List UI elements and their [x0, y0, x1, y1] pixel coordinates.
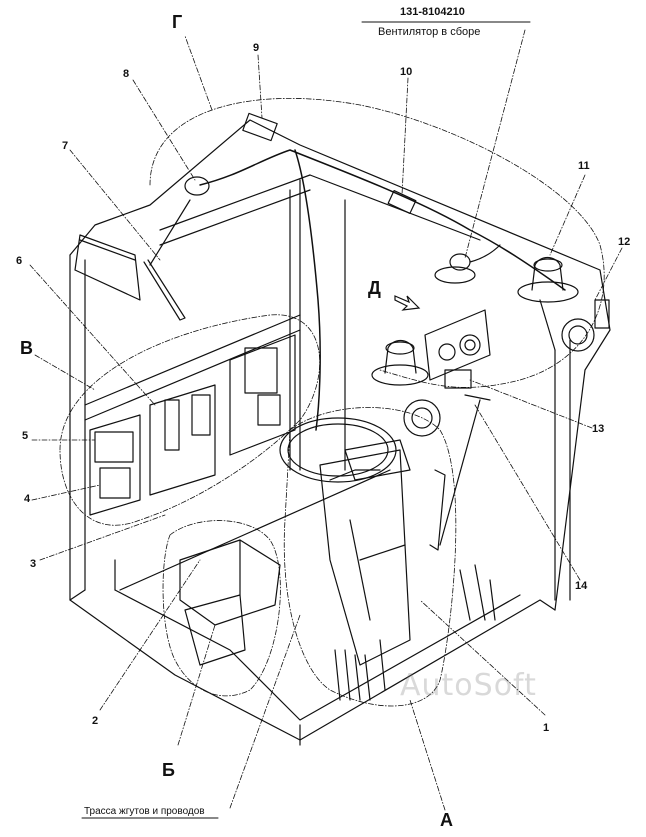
callout-10: 10	[400, 66, 413, 78]
part-name: Вентилятор в сборе	[378, 26, 481, 38]
wiper-top	[143, 176, 210, 321]
callout-13: 13	[592, 423, 605, 435]
lamp-10	[387, 189, 417, 215]
beacon-11	[517, 256, 579, 303]
harness-caption: Трасса жгутов и проводов	[84, 806, 205, 817]
callout-8: 8	[123, 68, 130, 80]
header-panel	[74, 234, 141, 301]
front-panel	[424, 309, 491, 381]
view-letter-b: Б	[162, 760, 175, 780]
cab-frame	[69, 119, 611, 746]
callout-5: 5	[22, 430, 29, 442]
view-letter-g: Г	[172, 12, 183, 32]
callout-1: 1	[543, 722, 550, 734]
tank-box	[179, 539, 281, 666]
callout-9: 9	[253, 42, 260, 54]
lamp-9	[242, 112, 278, 142]
beacon-left	[371, 339, 429, 386]
part-number: 131-8104210	[400, 6, 465, 18]
callout-12: 12	[618, 236, 631, 248]
levers	[334, 564, 496, 701]
view-letter-v: В	[20, 338, 33, 358]
view-boundaries	[59, 97, 605, 707]
callout-2: 2	[92, 715, 99, 727]
headlamp-left	[403, 399, 441, 437]
callout-14: 14	[575, 580, 588, 592]
view-letter-a: А	[440, 810, 453, 830]
electric-panels	[84, 314, 301, 516]
headlamp-12	[561, 299, 610, 352]
callout-7: 7	[62, 140, 69, 152]
fan-assembly	[434, 244, 501, 284]
leader-lines	[29, 29, 623, 811]
steering-console	[319, 439, 411, 666]
callout-6: 6	[16, 255, 23, 267]
callout-11: 11	[578, 160, 590, 172]
wiper-front	[429, 369, 491, 551]
callout-4: 4	[24, 493, 31, 505]
roof-harness	[199, 149, 566, 431]
steering-wheel	[279, 417, 397, 483]
view-letter-d: Д	[368, 278, 381, 298]
watermark: AutoSoft	[400, 668, 537, 703]
direction-arrow-icon	[394, 295, 421, 311]
callout-3: 3	[30, 558, 37, 570]
